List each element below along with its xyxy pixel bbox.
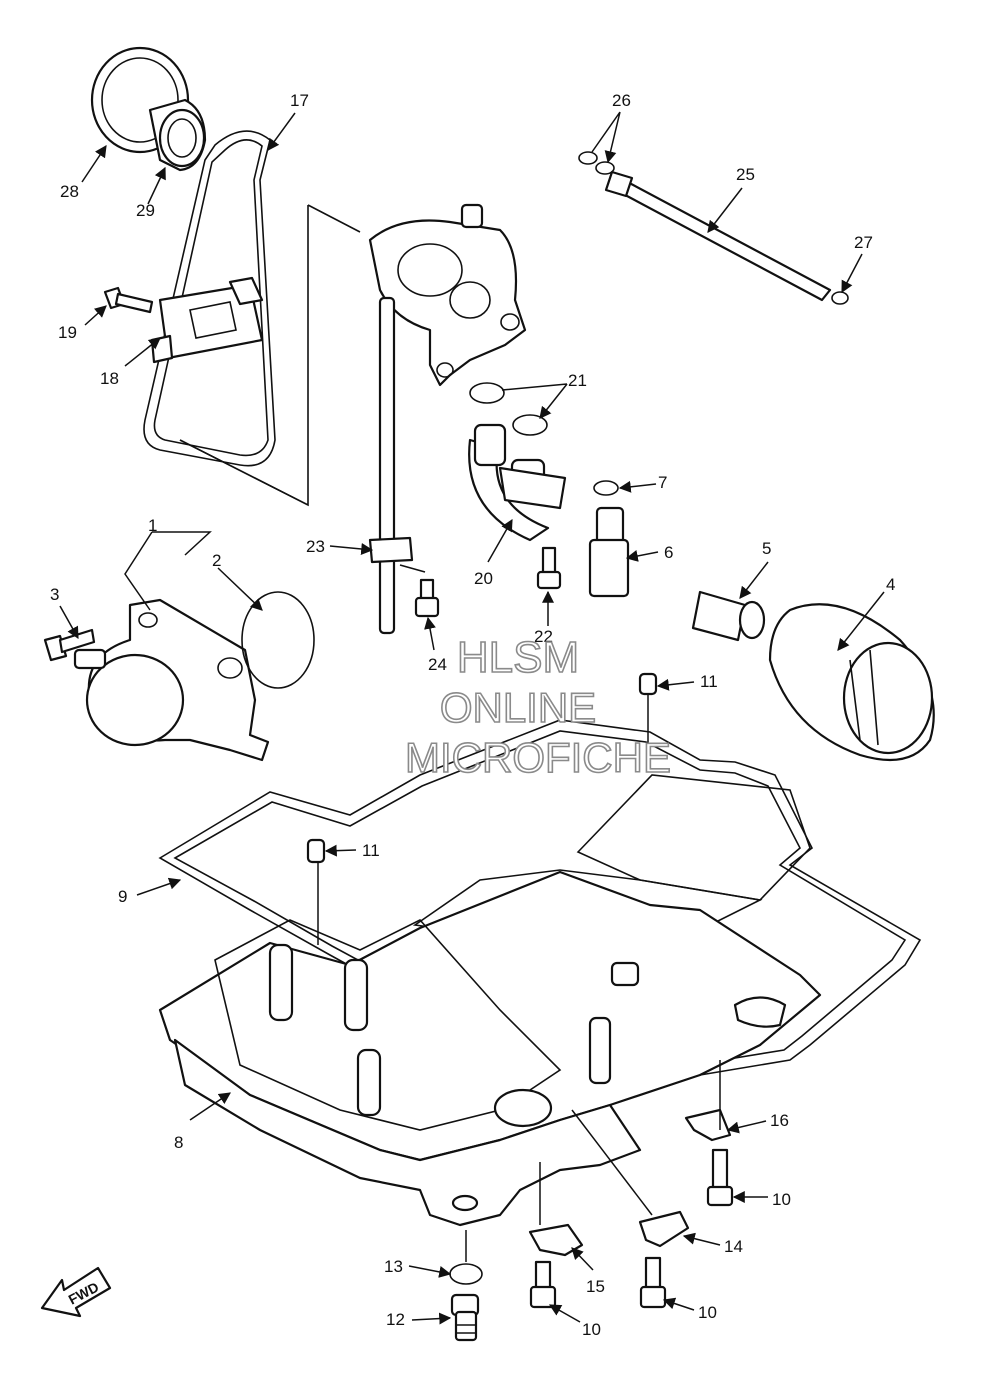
callout-28: 28: [60, 182, 79, 201]
alignment-lines: [179, 439, 721, 1262]
callout-2: 2: [212, 551, 221, 570]
relief-valve-o-ring: [593, 480, 619, 496]
callout-27: 27: [854, 233, 873, 252]
oil-filter: [768, 603, 935, 762]
callout-13: 13: [384, 1257, 403, 1276]
callout-10b: 10: [582, 1320, 601, 1339]
chain-guide: [150, 276, 264, 364]
dowel-pin-upper: [638, 672, 658, 696]
drive-sprocket-assembly: [90, 46, 207, 172]
callout-3: 3: [50, 585, 59, 604]
callout-5: 5: [762, 539, 771, 558]
watermark-line-2: ONLINE: [440, 684, 596, 731]
oil-pipe-long: [604, 170, 832, 302]
leader-lines: [59, 111, 885, 1325]
callout-9: 9: [118, 887, 127, 906]
callout-11b: 11: [362, 841, 380, 860]
pan-bolt-right-high: [706, 1148, 734, 1207]
pipe-clamp-14: [638, 1210, 690, 1248]
watermark: HLSM ONLINE MICROFICHE: [404, 632, 672, 782]
oil-cooler: [73, 598, 270, 762]
drive-chain: [143, 130, 276, 467]
oil-delivery-pipe: [468, 423, 567, 542]
pan-bolt-center: [529, 1260, 557, 1309]
pan-bolt-right-low: [639, 1256, 667, 1309]
callout-22: 22: [534, 627, 553, 646]
guide-bolt: [103, 286, 154, 314]
callout-12: 12: [386, 1310, 405, 1329]
callout-14: 14: [724, 1237, 743, 1256]
relief-valve: [588, 506, 630, 598]
callout-1: 1: [148, 516, 157, 535]
callout-26: 26: [612, 91, 631, 110]
cooler-gasket: [241, 591, 315, 689]
oil-pan: [158, 870, 822, 1227]
cooler-bolt: [43, 628, 96, 662]
callout-24: 24: [428, 655, 447, 674]
callout-10a: 10: [772, 1190, 791, 1209]
callout-4: 4: [886, 575, 895, 594]
callout-25: 25: [736, 165, 755, 184]
callout-16: 16: [770, 1111, 789, 1130]
bracket-16: [684, 1108, 732, 1142]
callout-15: 15: [586, 1277, 605, 1296]
callout-10c: 10: [698, 1303, 717, 1322]
callout-17: 17: [290, 91, 309, 110]
callout-8: 8: [174, 1133, 183, 1152]
drain-plug: [450, 1293, 480, 1342]
callout-23: 23: [306, 537, 325, 556]
callout-19: 19: [58, 323, 77, 342]
watermark-line-1: HLSM: [457, 633, 579, 682]
callout-29: 29: [136, 201, 155, 220]
callout-11a: 11: [700, 672, 718, 691]
watermark-line-3: MICROFICHE: [405, 734, 671, 781]
drain-washer: [449, 1263, 483, 1285]
oil-filter-union: [691, 590, 766, 642]
callout-18: 18: [100, 369, 119, 388]
dowel-pin-lower: [306, 838, 326, 864]
callout-21: 21: [568, 371, 587, 390]
pipe-bolt: [536, 546, 562, 590]
strainer-bolt: [414, 578, 440, 618]
callout-6: 6: [664, 543, 673, 562]
callout-7: 7: [658, 473, 667, 492]
oil-strainer: [368, 296, 426, 635]
callout-labels: 1 2 3 4 5 6 7 8 9 10 10 10 10 11 11 12 1…: [50, 91, 895, 1339]
oil-pump: [368, 203, 527, 387]
fwd-arrow: FWD: [40, 1266, 112, 1318]
callout-20: 20: [474, 569, 493, 588]
